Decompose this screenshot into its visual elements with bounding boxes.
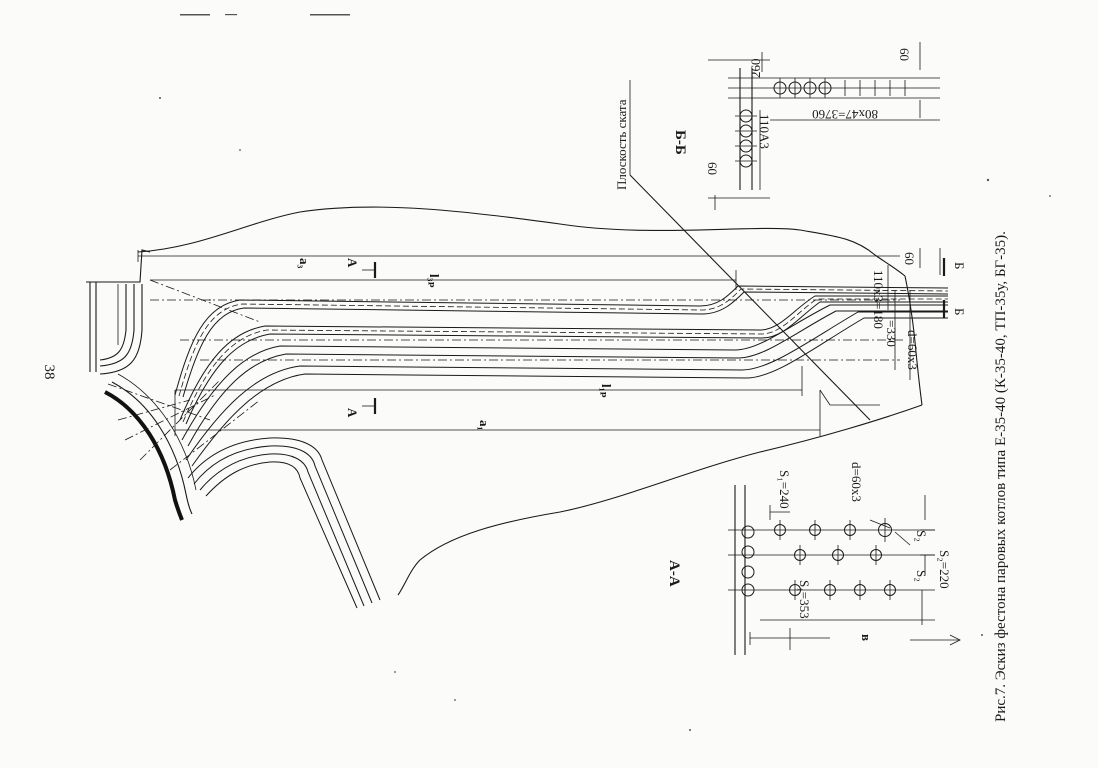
section-b-right: Б	[952, 308, 967, 315]
figure-caption: Рис.7. Эскиз фестона паровых котлов типа…	[993, 231, 1009, 722]
section-aa-s1-top: S₁=240	[777, 470, 792, 509]
section-markers: А А Б Б	[345, 258, 967, 418]
boiler-outline	[86, 206, 923, 596]
slope-plane: Плоскость ската	[614, 80, 871, 421]
dim-row-pitch: 110x3=180	[871, 270, 886, 329]
main-dimensions: a₃ l₃ₚ l₁ₚ a₁ 110x3=180 =330 d=60x3 60	[137, 248, 941, 436]
dim-tube-d: d=60x3	[905, 330, 920, 370]
section-bb-260: 260	[748, 59, 763, 79]
section-aa-title: А-А	[666, 560, 682, 587]
section-aa-d: d=60x3	[849, 462, 864, 502]
section-aa-s2: S₂	[914, 530, 929, 542]
dim-a1: a₁	[477, 420, 492, 431]
section-bb: Б-Б 260 60 60 110A3 80x47=3760	[672, 42, 940, 210]
dim-a3: a₃	[297, 258, 312, 269]
festoon-tubes	[174, 285, 949, 609]
section-aa-s2-value: S₂=220	[937, 550, 952, 589]
section-aa-flow: в	[859, 634, 874, 641]
scan-noise	[159, 14, 1051, 731]
section-bb-title: Б-Б	[672, 130, 688, 155]
page-number: 38	[41, 365, 57, 380]
dim-l-1p: l₁ₚ	[599, 384, 614, 398]
section-b-left: Б	[952, 262, 967, 269]
section-bb-60-left: 60	[705, 162, 720, 175]
section-a-top: А	[345, 258, 360, 268]
section-a-bottom: А	[345, 408, 360, 418]
section-aa-s1-bottom: S₁=353	[797, 580, 812, 619]
section-bb-110: 110A3	[757, 114, 772, 149]
section-bb-60-top: 60	[897, 48, 912, 61]
section-bb-80x47: 80x47=3760	[812, 107, 878, 122]
dim-l-zp: l₃ₚ	[427, 274, 442, 288]
section-aa: А-А S₁=240 d=60x3 S₂ S₂ S₂=220 S₁=353 в	[666, 462, 961, 655]
slope-plane-label: Плоскость ската	[614, 99, 629, 190]
dim-top-60: 60	[902, 252, 917, 265]
dim-row-330: =330	[884, 320, 899, 347]
section-aa-s2-lower: S₂	[914, 570, 929, 582]
